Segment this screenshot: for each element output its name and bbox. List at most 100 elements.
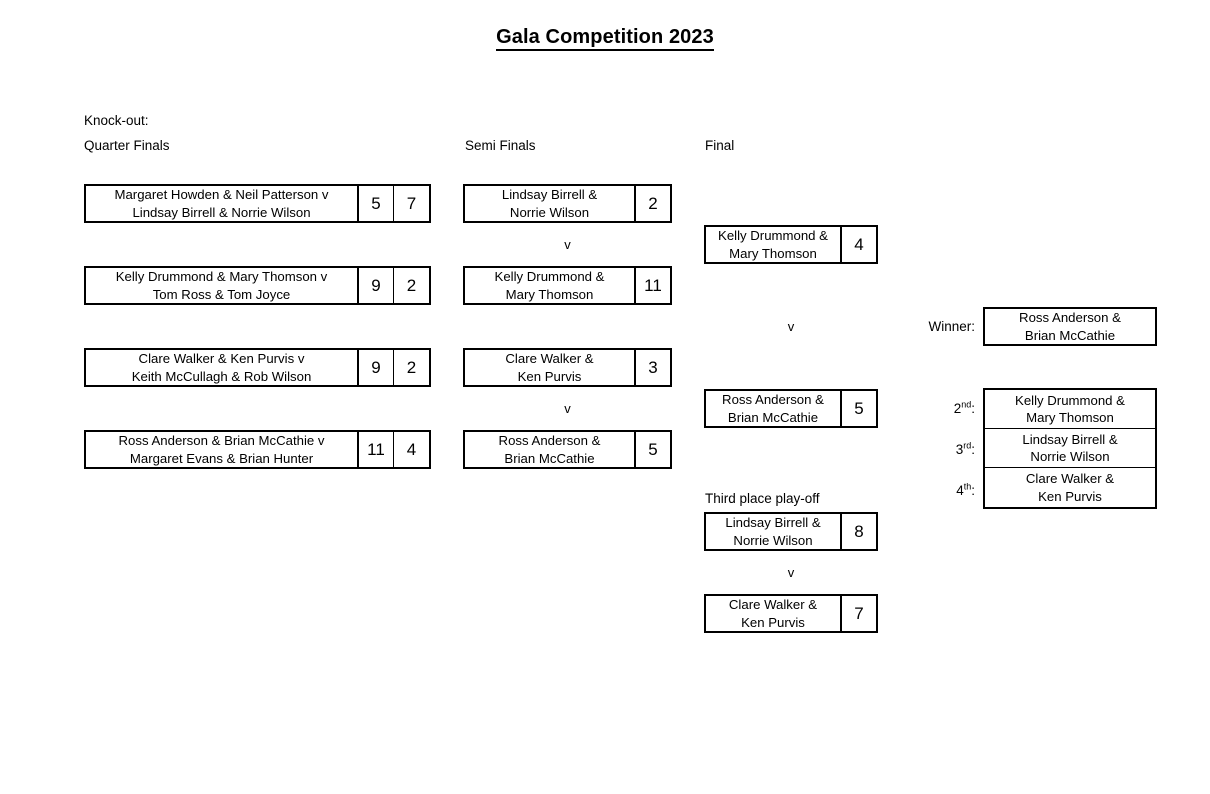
final-top-team: Kelly Drummond & Mary Thomson [706,227,840,262]
quarter-final-3-team-line-1: Clare Walker & Ken Purvis v [138,351,305,367]
third-place-colon: : [971,442,975,457]
quarter-final-3-score-1: 9 [357,350,393,385]
winner-label: Winner: [928,319,975,334]
semi-final-1-top-score: 2 [634,186,670,221]
fourth-place-rank: 4 [956,483,964,498]
quarter-final-match-2: Kelly Drummond & Mary Thomson v Tom Ross… [84,266,431,305]
winner-box: Ross Anderson & Brian McCathie [983,307,1157,346]
semi-final-2-bottom-team: Ross Anderson & Brian McCathie [465,432,634,467]
semi-final-2-bottom-team-box: Ross Anderson & Brian McCathie 5 [463,430,672,469]
quarter-final-3-teams: Clare Walker & Ken Purvis v Keith McCull… [86,350,357,385]
third-place-top-team: Lindsay Birrell & Norrie Wilson [706,514,840,549]
quarter-final-2-score-2: 2 [393,268,429,303]
placing-row-second: Kelly Drummond & Mary Thomson [985,390,1155,429]
second-place-rank: 2 [953,401,962,416]
final-bottom-team-box: Ross Anderson & Brian McCathie 5 [704,389,878,428]
placing-third-line-1: Lindsay Birrell & [1022,431,1118,447]
third-place-bottom-team: Clare Walker & Ken Purvis [706,596,840,631]
third-place-bottom-team-box: Clare Walker & Ken Purvis 7 [704,594,878,633]
third-place-playoff-heading: Third place play-off [705,491,820,506]
third-place-bottom-score: 7 [840,596,876,631]
third-place-label: 3rd: [890,440,975,457]
semi-finals-heading: Semi Finals [465,138,536,153]
quarter-final-4-team-line-1: Ross Anderson & Brian McCathie v [118,433,325,449]
quarter-final-2-team-line-1: Kelly Drummond & Mary Thomson v [115,269,328,285]
final-bottom-line-1: Ross Anderson & [722,392,824,408]
quarter-final-4-score-2: 4 [393,432,429,467]
quarter-final-match-1: Margaret Howden & Neil Patterson v Linds… [84,184,431,223]
quarter-final-1-teams: Margaret Howden & Neil Patterson v Linds… [86,186,357,221]
placing-second-line-2: Mary Thomson [1026,410,1114,425]
winner-line-1: Ross Anderson & [1019,310,1121,326]
placing-fourth-line-2: Ken Purvis [1038,488,1102,504]
placing-second-line-1: Kelly Drummond & [1015,392,1125,408]
final-versus: v [787,319,795,334]
quarter-final-3-score-2: 2 [393,350,429,385]
winner-line-2: Brian McCathie [1024,327,1116,343]
third-place-top-line-1: Lindsay Birrell & [725,515,821,531]
quarter-final-match-4: Ross Anderson & Brian McCathie v Margare… [84,430,431,469]
quarter-final-2-score-1: 9 [357,268,393,303]
semi-final-1-bottom-score: 11 [634,268,670,303]
fourth-place-label: 4th: [890,481,975,498]
placing-third-line-2: Norrie Wilson [1030,449,1110,464]
knockout-label: Knock-out: [84,113,149,128]
page-title-text: Gala Competition 2023 [496,26,714,51]
final-bottom-score: 5 [840,391,876,426]
semi-final-2-bottom-score: 5 [634,432,670,467]
semi-final-1-bottom-line-2: Mary Thomson [505,286,594,302]
second-place-colon: : [971,401,975,416]
quarter-final-2-team-line-2: Tom Ross & Tom Joyce [152,286,291,302]
quarter-final-3-team-line-2: Keith McCullagh & Rob Wilson [131,368,312,384]
final-top-team-box: Kelly Drummond & Mary Thomson 4 [704,225,878,264]
fourth-place-colon: : [971,483,975,498]
final-top-line-2: Mary Thomson [729,245,817,261]
placing-row-third: Lindsay Birrell & Norrie Wilson [985,429,1155,468]
final-heading: Final [705,138,735,153]
semi-final-2-top-team-box: Clare Walker & Ken Purvis 3 [463,348,672,387]
final-bottom-line-2: Brian McCathie [727,409,819,425]
semi-final-2-top-score: 3 [634,350,670,385]
quarter-final-1-score-2: 7 [393,186,429,221]
third-place-ordinal: rd [963,440,972,451]
third-place-top-score: 8 [840,514,876,549]
semi-final-2-versus: v [564,401,571,416]
quarter-final-1-team-line-2: Lindsay Birrell & Norrie Wilson [132,204,311,220]
second-place-ordinal: nd [961,399,972,410]
placing-fourth-line-1: Clare Walker & [1025,471,1115,487]
semi-final-1-bottom-team: Kelly Drummond & Mary Thomson [465,268,634,303]
quarter-final-4-team-line-2: Margaret Evans & Brian Hunter [129,450,314,466]
semi-final-2-top-line-1: Clare Walker & [505,351,594,367]
placing-row-fourth: Clare Walker & Ken Purvis [985,468,1155,507]
semi-final-1-top-line-2: Norrie Wilson [509,204,590,220]
third-place-rank: 3 [955,442,964,457]
fourth-place-ordinal: th [963,481,972,492]
page-title: Gala Competition 2023 [0,26,1210,51]
semi-final-1-bottom-team-box: Kelly Drummond & Mary Thomson 11 [463,266,672,305]
placings-table: Kelly Drummond & Mary Thomson Lindsay Bi… [983,388,1157,509]
third-place-bottom-line-2: Ken Purvis [741,614,805,630]
third-place-versus: v [787,565,795,580]
quarter-final-match-3: Clare Walker & Ken Purvis v Keith McCull… [84,348,431,387]
third-place-top-team-box: Lindsay Birrell & Norrie Wilson 8 [704,512,878,551]
semi-final-1-top-line-1: Lindsay Birrell & [501,187,598,203]
semi-final-2-bottom-line-2: Brian McCathie [504,450,595,466]
final-top-score: 4 [840,227,876,262]
quarter-final-2-teams: Kelly Drummond & Mary Thomson v Tom Ross… [86,268,357,303]
quarter-final-1-team-line-1: Margaret Howden & Neil Patterson v [114,187,329,203]
second-place-label: 2nd: [890,399,975,416]
third-place-top-line-2: Norrie Wilson [733,532,813,548]
quarter-final-1-score-1: 5 [357,186,393,221]
semi-final-1-top-team-box: Lindsay Birrell & Norrie Wilson 2 [463,184,672,223]
semi-final-2-bottom-line-1: Ross Anderson & [498,433,601,449]
quarter-final-4-score-1: 11 [357,432,393,467]
final-top-line-1: Kelly Drummond & [718,228,828,244]
semi-final-2-top-team: Clare Walker & Ken Purvis [465,350,634,385]
semi-final-1-bottom-line-1: Kelly Drummond & [494,269,605,285]
third-place-bottom-line-1: Clare Walker & [728,597,818,613]
semi-final-2-top-line-2: Ken Purvis [517,368,582,384]
quarter-final-4-teams: Ross Anderson & Brian McCathie v Margare… [86,432,357,467]
semi-final-1-versus: v [564,237,571,252]
semi-final-1-top-team: Lindsay Birrell & Norrie Wilson [465,186,634,221]
